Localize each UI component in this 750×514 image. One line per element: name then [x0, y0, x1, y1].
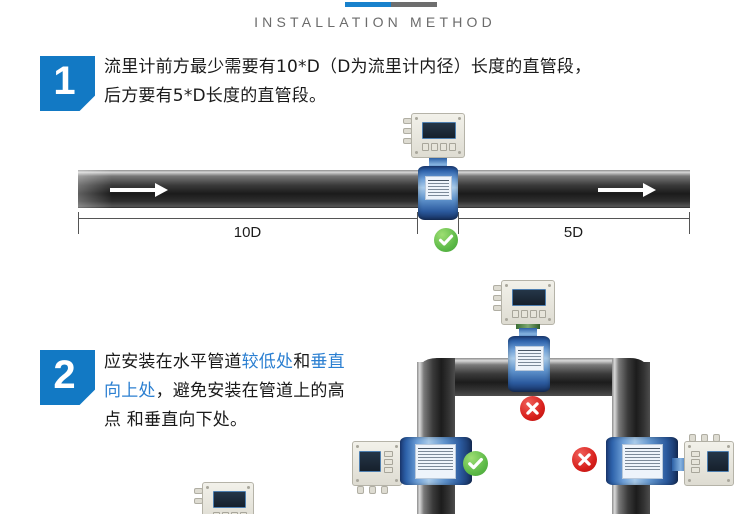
arrow-head: [155, 183, 168, 197]
step-1-badge: 1: [40, 56, 95, 111]
transmitter-enclosure: [352, 441, 402, 486]
transmitter-enclosure: [202, 482, 254, 514]
step-1-line-1: 流里计前方最少需要有10*D（D为流里计内径）长度的直管段，: [104, 57, 592, 77]
dim-tick-mid-right: [458, 212, 459, 234]
status-ok-icon: [434, 228, 458, 252]
step-2-text-b: 和: [293, 352, 311, 372]
step-2-line-2: 向上处，避免安装在管道上的高: [104, 377, 394, 406]
dim-line-10d: [78, 218, 417, 219]
meter-nameplate: [415, 444, 456, 479]
arrow-shaft: [598, 188, 644, 192]
flow-arrow-left: [110, 183, 168, 197]
arrow-head: [643, 183, 656, 197]
meter-nameplate: [515, 346, 544, 371]
step-2-number: 2: [53, 352, 76, 397]
transmitter-display: [512, 289, 546, 306]
dim-label-5d: 5D: [563, 224, 584, 241]
enclosure-screws: [685, 442, 733, 485]
enclosure-screws: [412, 114, 464, 157]
step-2-badge: 2: [40, 350, 95, 405]
cable-glands: [493, 285, 502, 311]
status-ok-icon-left: [463, 451, 488, 476]
horizontal-pipe: [78, 170, 690, 208]
cable-glands: [357, 486, 388, 494]
cable-glands: [403, 118, 412, 144]
header-accent-gray: [391, 2, 437, 7]
step-1-text: 流里计前方最少需要有10*D（D为流里计内径）长度的直管段， 后方要有5*D长度…: [104, 53, 724, 111]
transmitter-keypad[interactable]: [691, 451, 700, 473]
transmitter-keypad[interactable]: [213, 512, 247, 514]
step-2-text-c: ，避免安装在管道上的高: [155, 381, 345, 401]
step-2-text-a: 应安装在水平管道: [104, 352, 242, 372]
cable-glands: [194, 488, 203, 504]
transmitter-enclosure: [501, 280, 555, 325]
transmitter-keypad[interactable]: [512, 310, 546, 318]
dim-line-5d: [458, 218, 689, 219]
header-accent-bar: [345, 2, 437, 7]
step-2-highlight-2b: 向上处: [104, 381, 156, 401]
step-1-line-2: 后方要有5*D长度的直管段。: [104, 86, 327, 106]
header-accent-blue: [345, 2, 391, 7]
flow-arrow-right: [598, 183, 656, 197]
status-bad-icon-top: [520, 396, 545, 421]
transmitter-display: [707, 451, 729, 472]
enclosure-screws: [203, 483, 253, 514]
meter-nameplate: [622, 444, 663, 479]
transmitter-keypad[interactable]: [422, 143, 456, 151]
step-1-number: 1: [53, 58, 76, 103]
step-2-line-1: 应安装在水平管道较低处和垂直: [104, 348, 394, 377]
status-bad-icon-right: [572, 447, 597, 472]
meter-nameplate: [425, 176, 452, 200]
step-2-highlight-1: 较低处: [241, 352, 294, 372]
cable-glands: [689, 434, 720, 442]
dim-tick-start: [78, 212, 79, 234]
transmitter-display: [422, 122, 456, 139]
step-2-line-3: 点 和垂直向下处。: [104, 410, 248, 430]
dim-tick-mid-left: [417, 212, 418, 234]
arrow-shaft: [110, 188, 156, 192]
transmitter-display: [213, 491, 246, 508]
enclosure-screws: [502, 281, 554, 324]
step-2-highlight-2a: 垂直: [310, 352, 345, 372]
step-2-text: 应安装在水平管道较低处和垂直 向上处，避免安装在管道上的高 点 和垂直向下处。: [104, 348, 394, 435]
transmitter-display: [359, 451, 381, 472]
dim-tick-end: [689, 212, 690, 234]
page-title: INSTALLATION METHOD: [254, 14, 496, 30]
enclosure-screws: [353, 442, 401, 485]
transmitter-keypad[interactable]: [384, 451, 393, 473]
transmitter-enclosure: [411, 113, 465, 158]
transmitter-enclosure: [684, 441, 734, 486]
meter-flange: [516, 324, 540, 329]
dim-label-10d: 10D: [233, 224, 262, 241]
